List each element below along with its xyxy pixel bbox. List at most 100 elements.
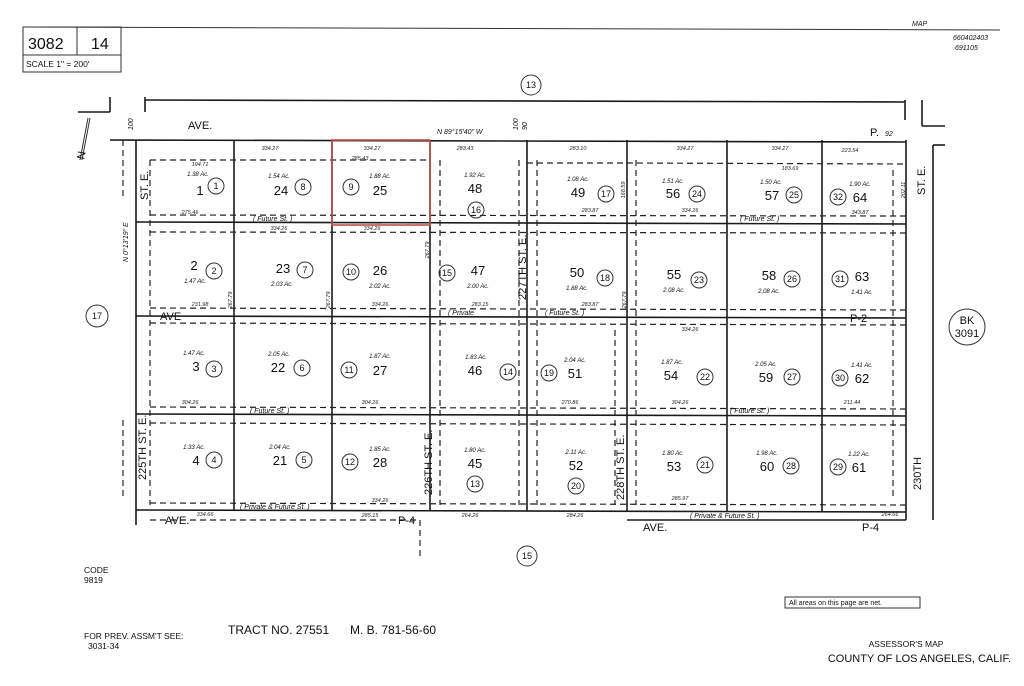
north-arrow-icon: N: [75, 117, 91, 160]
lot-number: 56: [666, 186, 680, 201]
parcel[interactable]: 56 24 1.51 Ac.: [662, 179, 706, 203]
dimension-label: 168.59: [621, 182, 627, 199]
parcel-acreage: 2.11 Ac.: [564, 450, 586, 456]
parcel-acreage: 1.51 Ac.: [662, 179, 684, 185]
lot-number: 2: [190, 258, 197, 273]
adjacent-page-west-label: 17: [92, 311, 102, 321]
parcel-number-circle: [829, 458, 847, 476]
dimension-label: 334.27: [772, 146, 790, 152]
street-label-ave-mid: AVE: [160, 311, 181, 323]
parcel-number: 3: [211, 364, 216, 374]
parcel-number-circle: [783, 270, 801, 288]
note-future-st: ( Future St. ): [253, 216, 292, 223]
parcel-acreage: 1.88 Ac.: [369, 174, 391, 180]
street-label-st-e-right: ST. E.: [916, 166, 928, 195]
lot-number: 45: [468, 456, 482, 471]
lot-number: 47: [471, 263, 485, 278]
parcel-acreage: 2.03 Ac.: [270, 282, 293, 288]
adjacent-book-east[interactable]: BK 3091: [948, 308, 986, 346]
parcel-acreage: 1.41 Ac.: [851, 290, 873, 296]
adjacent-page-north[interactable]: 13: [520, 74, 542, 96]
parcel-number-circle: [696, 368, 714, 386]
note-private-future: ( Private & Future St. ): [240, 504, 310, 511]
dimension-label: 283.87: [581, 208, 600, 214]
parcel-number: 15: [442, 268, 452, 278]
dimension-label: 202.11: [901, 182, 907, 199]
parcel-number-circle: [342, 178, 360, 196]
prev-assessment-value: 3031-34: [88, 641, 119, 651]
parcel-acreage: 2.02 Ac.: [368, 284, 391, 290]
assessors-map-title: ASSESSOR'S MAP: [869, 639, 944, 649]
dimension-label: 334.26: [682, 208, 700, 214]
adjacent-page-west[interactable]: 17: [85, 304, 109, 328]
lot-number: 64: [853, 190, 867, 205]
parcel-number-circle: [831, 369, 849, 387]
adjacent-page-south[interactable]: 15: [516, 545, 538, 567]
street-label-ave-top: AVE.: [188, 120, 212, 132]
parcel-acreage: 2.04 Ac.: [563, 358, 586, 364]
lot-number: 27: [373, 363, 387, 378]
street-label-p4-left: P-4: [398, 515, 415, 527]
highlighted-parcel-outline[interactable]: [331, 139, 431, 226]
lot-number: 60: [760, 459, 774, 474]
lot-number: 48: [468, 181, 482, 196]
parcel-acreage: 1.80 Ac.: [662, 451, 684, 457]
map-book-reference: M. B. 781-56-60: [350, 623, 436, 637]
dimension-label: 223.54: [841, 148, 859, 154]
dimension-label: 334.26: [271, 226, 289, 232]
lot-number: 28: [373, 455, 387, 470]
note-private-future: ( Private & Future St. ): [690, 513, 760, 520]
dimension-label: 334.26: [372, 498, 390, 504]
street-label-st-e-left: ST. E.: [139, 171, 151, 200]
lot-number: 4: [192, 453, 199, 468]
county-title: COUNTY OF LOS ANGELES, CALIF.: [828, 653, 1011, 665]
map-header-box: 3082 14 SCALE 1" = 200' MAP 660402403 69…: [22, 21, 1001, 73]
parcel-number-circle: [785, 186, 803, 204]
parcel-number-circle: [499, 363, 517, 381]
street-width-p-top: 92: [885, 131, 893, 138]
dimension-label: 270.86: [561, 400, 580, 406]
dimension-label: 267.79: [228, 292, 234, 310]
lot-number: 21: [273, 453, 287, 468]
dimension-label: 264.26: [461, 513, 480, 519]
parcel-number-circle: [340, 361, 358, 379]
parcel-number: 24: [692, 189, 702, 199]
dimension-label: 285.43: [351, 156, 370, 162]
parcel-acreage: 1.22 Ac.: [848, 452, 870, 458]
street-width-100: 100: [128, 118, 135, 130]
dimension-label: 304.26: [362, 400, 380, 406]
parcel-number: 9: [348, 182, 353, 192]
parcel-number-circle: [342, 263, 360, 281]
